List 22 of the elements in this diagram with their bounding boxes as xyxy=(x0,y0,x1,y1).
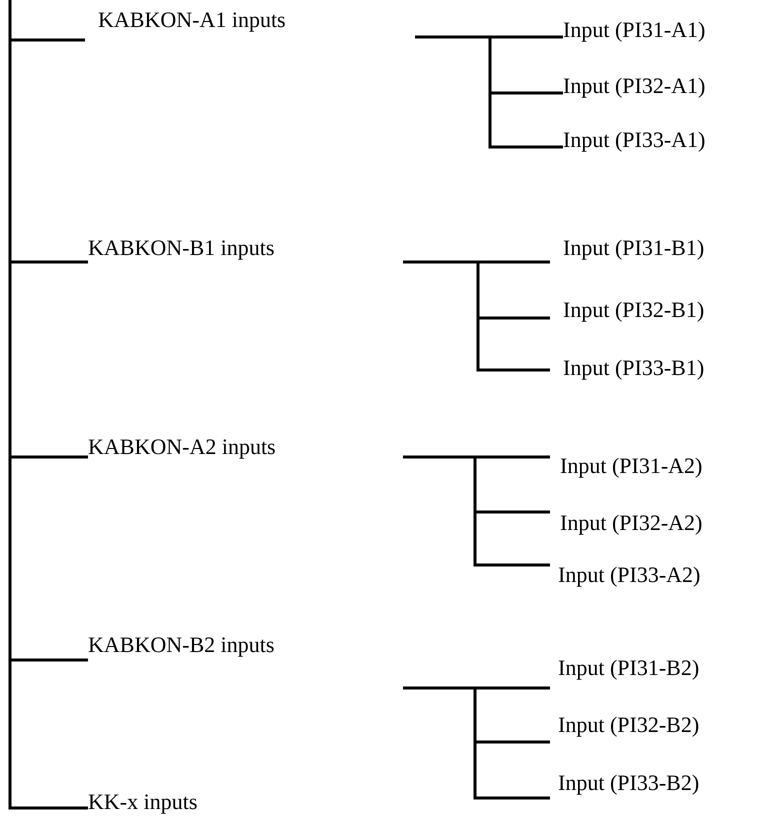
tree-label: Input (PI32-A1) xyxy=(563,73,706,99)
tree-label: KABKON-A1 inputs xyxy=(85,7,286,43)
tree-label: KABKON-A2 inputs xyxy=(88,434,276,460)
tree-label: KABKON-B1 inputs xyxy=(88,235,274,265)
tree-label: Input (PI32-B2) xyxy=(550,712,700,744)
tree-line xyxy=(403,686,550,800)
tree-label: Input (PI31-A1) xyxy=(563,17,706,43)
tree-label: Input (PI33-B2) xyxy=(550,770,700,800)
tree-label: Input (PI33-A2) xyxy=(550,562,700,592)
tree-label: Input (PI31-B1) xyxy=(550,235,704,265)
tree-label: Input (PI31-B2) xyxy=(550,655,700,691)
tree-label: Input (PI32-A2) xyxy=(550,510,702,536)
tree-line xyxy=(415,36,563,148)
tree-line xyxy=(403,456,550,566)
tree-label: Input (PI31-A2) xyxy=(550,453,702,479)
tree-label: KABKON-B2 inputs xyxy=(88,632,274,662)
tree-label: KK-x inputs xyxy=(88,789,198,815)
tree-label: Input (PI33-B1) xyxy=(550,355,704,381)
tree-line xyxy=(8,0,88,810)
tree-line xyxy=(403,260,550,372)
tree-label: Input (PI32-B1) xyxy=(550,297,704,323)
tree-label: Input (PI33-A1) xyxy=(563,127,706,153)
